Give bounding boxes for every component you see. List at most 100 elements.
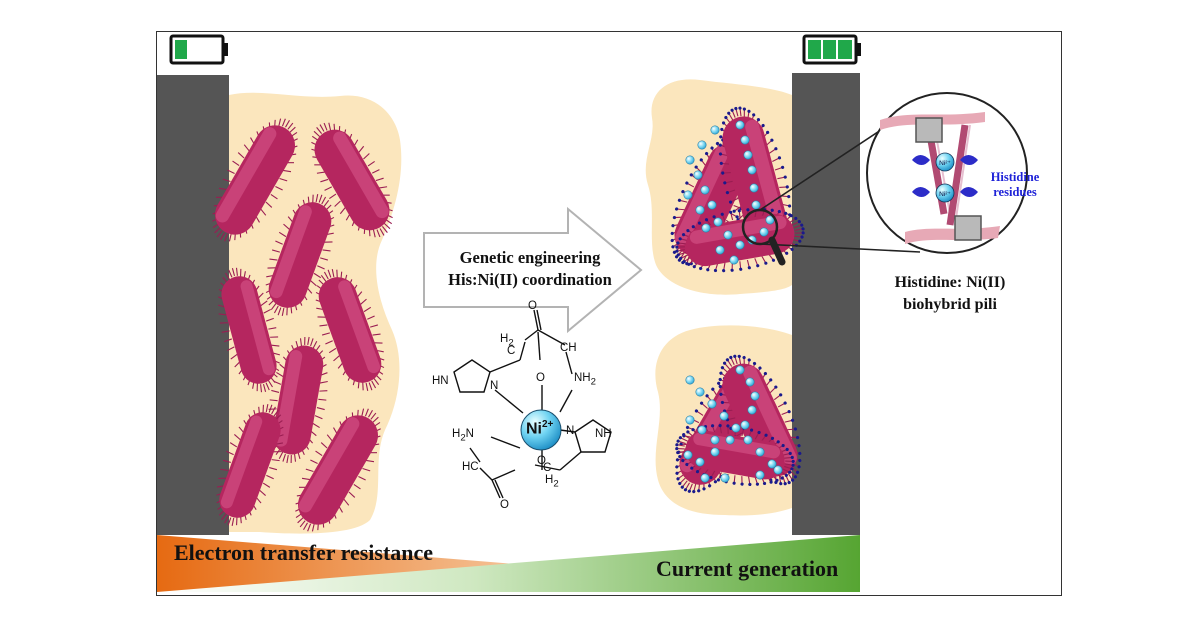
bacterium-icon xyxy=(216,404,284,526)
nanoparticle xyxy=(725,435,735,445)
nanoparticle xyxy=(700,185,710,195)
process-arrow xyxy=(423,206,643,334)
current-wedge xyxy=(157,535,860,592)
nanoparticle xyxy=(715,245,725,255)
atom-c: C xyxy=(543,462,552,474)
atom-h2: H2 xyxy=(545,474,559,490)
pili-inset: Ni²⁺ Ni²⁺ xyxy=(866,92,1028,254)
current-label: Current generation xyxy=(656,556,839,581)
bacterium-icon xyxy=(311,122,393,238)
bacterium-icon xyxy=(315,268,385,392)
nanoparticle xyxy=(747,165,757,175)
right-electrode xyxy=(792,73,860,535)
ni-ion xyxy=(520,409,562,451)
left-bacteria-group xyxy=(212,118,393,532)
arrow-label-line2: His:Ni(II) coordination xyxy=(448,270,612,289)
atom-hn: HN xyxy=(432,375,449,387)
nanoparticle xyxy=(685,415,695,425)
atom-c: C xyxy=(507,345,516,357)
atom-o: O xyxy=(500,499,509,511)
nanoparticle xyxy=(710,435,720,445)
nanoparticle xyxy=(697,140,707,150)
nanoparticle xyxy=(751,200,761,210)
nanoparticle xyxy=(707,200,717,210)
nanoparticle xyxy=(719,411,729,421)
nanoparticle xyxy=(707,399,717,409)
nanoparticle xyxy=(720,473,730,483)
nanoparticle xyxy=(710,125,720,135)
nanoparticle xyxy=(740,135,750,145)
nanoparticle xyxy=(743,435,753,445)
nanoparticle xyxy=(695,457,705,467)
histidine-line2: residues xyxy=(993,185,1037,199)
bacterium-icon xyxy=(212,118,298,242)
nanoparticle xyxy=(685,375,695,385)
nanoparticle xyxy=(755,470,765,480)
nanoparticle xyxy=(747,405,757,415)
nanoparticle xyxy=(755,447,765,457)
nanoparticle xyxy=(697,425,707,435)
atom-n: N xyxy=(566,425,575,437)
atom-hc: HC xyxy=(462,461,479,473)
resistance-label: Electron transfer resistance xyxy=(174,540,434,565)
ni-ion-small xyxy=(935,152,955,172)
ni-small-label: Ni²⁺ xyxy=(939,191,951,198)
nanoparticle xyxy=(683,190,693,200)
nanoparticle xyxy=(683,450,693,460)
nanoparticle xyxy=(731,423,741,433)
bacterium-icon xyxy=(675,207,805,273)
atom-o: O xyxy=(536,372,545,384)
nanoparticle xyxy=(701,223,711,233)
atom-ch: CH xyxy=(560,342,577,354)
histidine-residues-label: Histidine residues xyxy=(980,170,1050,200)
battery-low-icon xyxy=(169,34,228,65)
pili-caption: Histidine: Ni(II) biohybrid pili xyxy=(880,272,1020,316)
nanoparticle xyxy=(735,365,745,375)
histidine-line1: Histidine xyxy=(990,170,1040,184)
atom-nh: NH xyxy=(595,428,612,440)
bacterium-icon xyxy=(268,336,328,464)
nanoparticle xyxy=(700,473,710,483)
nanoparticle xyxy=(695,205,705,215)
atom-h2: H2 xyxy=(500,333,514,349)
battery-full-icon xyxy=(802,34,861,65)
arrow-label-line1: Genetic engineering xyxy=(459,248,601,267)
nanoparticle xyxy=(759,227,769,237)
pili-caption-line1: Histidine: Ni(II) xyxy=(894,274,1006,291)
ni-complex-molecule xyxy=(453,309,612,499)
magnifier-icon xyxy=(741,119,921,266)
ni-small-label: Ni²⁺ xyxy=(939,160,951,167)
bacterium-icon xyxy=(265,193,335,317)
nanoparticle xyxy=(713,217,723,227)
ni-ion-small xyxy=(935,183,955,203)
nanoparticle xyxy=(749,183,759,193)
nanoparticle xyxy=(750,391,760,401)
bacterium-icon xyxy=(295,408,381,532)
nanoparticle xyxy=(773,465,783,475)
gradient-bar xyxy=(157,535,860,592)
atom-h2n: H2N xyxy=(452,428,474,444)
ni-center-label: Ni2+ xyxy=(526,419,554,438)
nanoparticle xyxy=(745,377,755,387)
nanoparticle xyxy=(767,459,777,469)
nanoparticle xyxy=(735,120,745,130)
nanoparticle xyxy=(735,240,745,250)
nanoparticle xyxy=(693,170,703,180)
nanoparticle xyxy=(723,230,733,240)
atom-o: O xyxy=(528,300,537,312)
atom-o: O xyxy=(537,455,546,467)
atom-nh2: NH2 xyxy=(574,372,596,388)
nanoparticle xyxy=(685,155,695,165)
right-bacteria-group xyxy=(670,106,805,494)
nanoparticle xyxy=(740,420,750,430)
arrow-label: Genetic engineering His:Ni(II) coordinat… xyxy=(430,247,630,291)
bacterium-icon xyxy=(217,267,281,393)
nanoparticle xyxy=(695,387,705,397)
nanoparticle xyxy=(729,255,739,265)
pili-caption-line2: biohybrid pili xyxy=(903,296,997,313)
nanoparticle xyxy=(710,447,720,457)
left-electrode xyxy=(157,75,229,535)
nanoparticle xyxy=(743,150,753,160)
